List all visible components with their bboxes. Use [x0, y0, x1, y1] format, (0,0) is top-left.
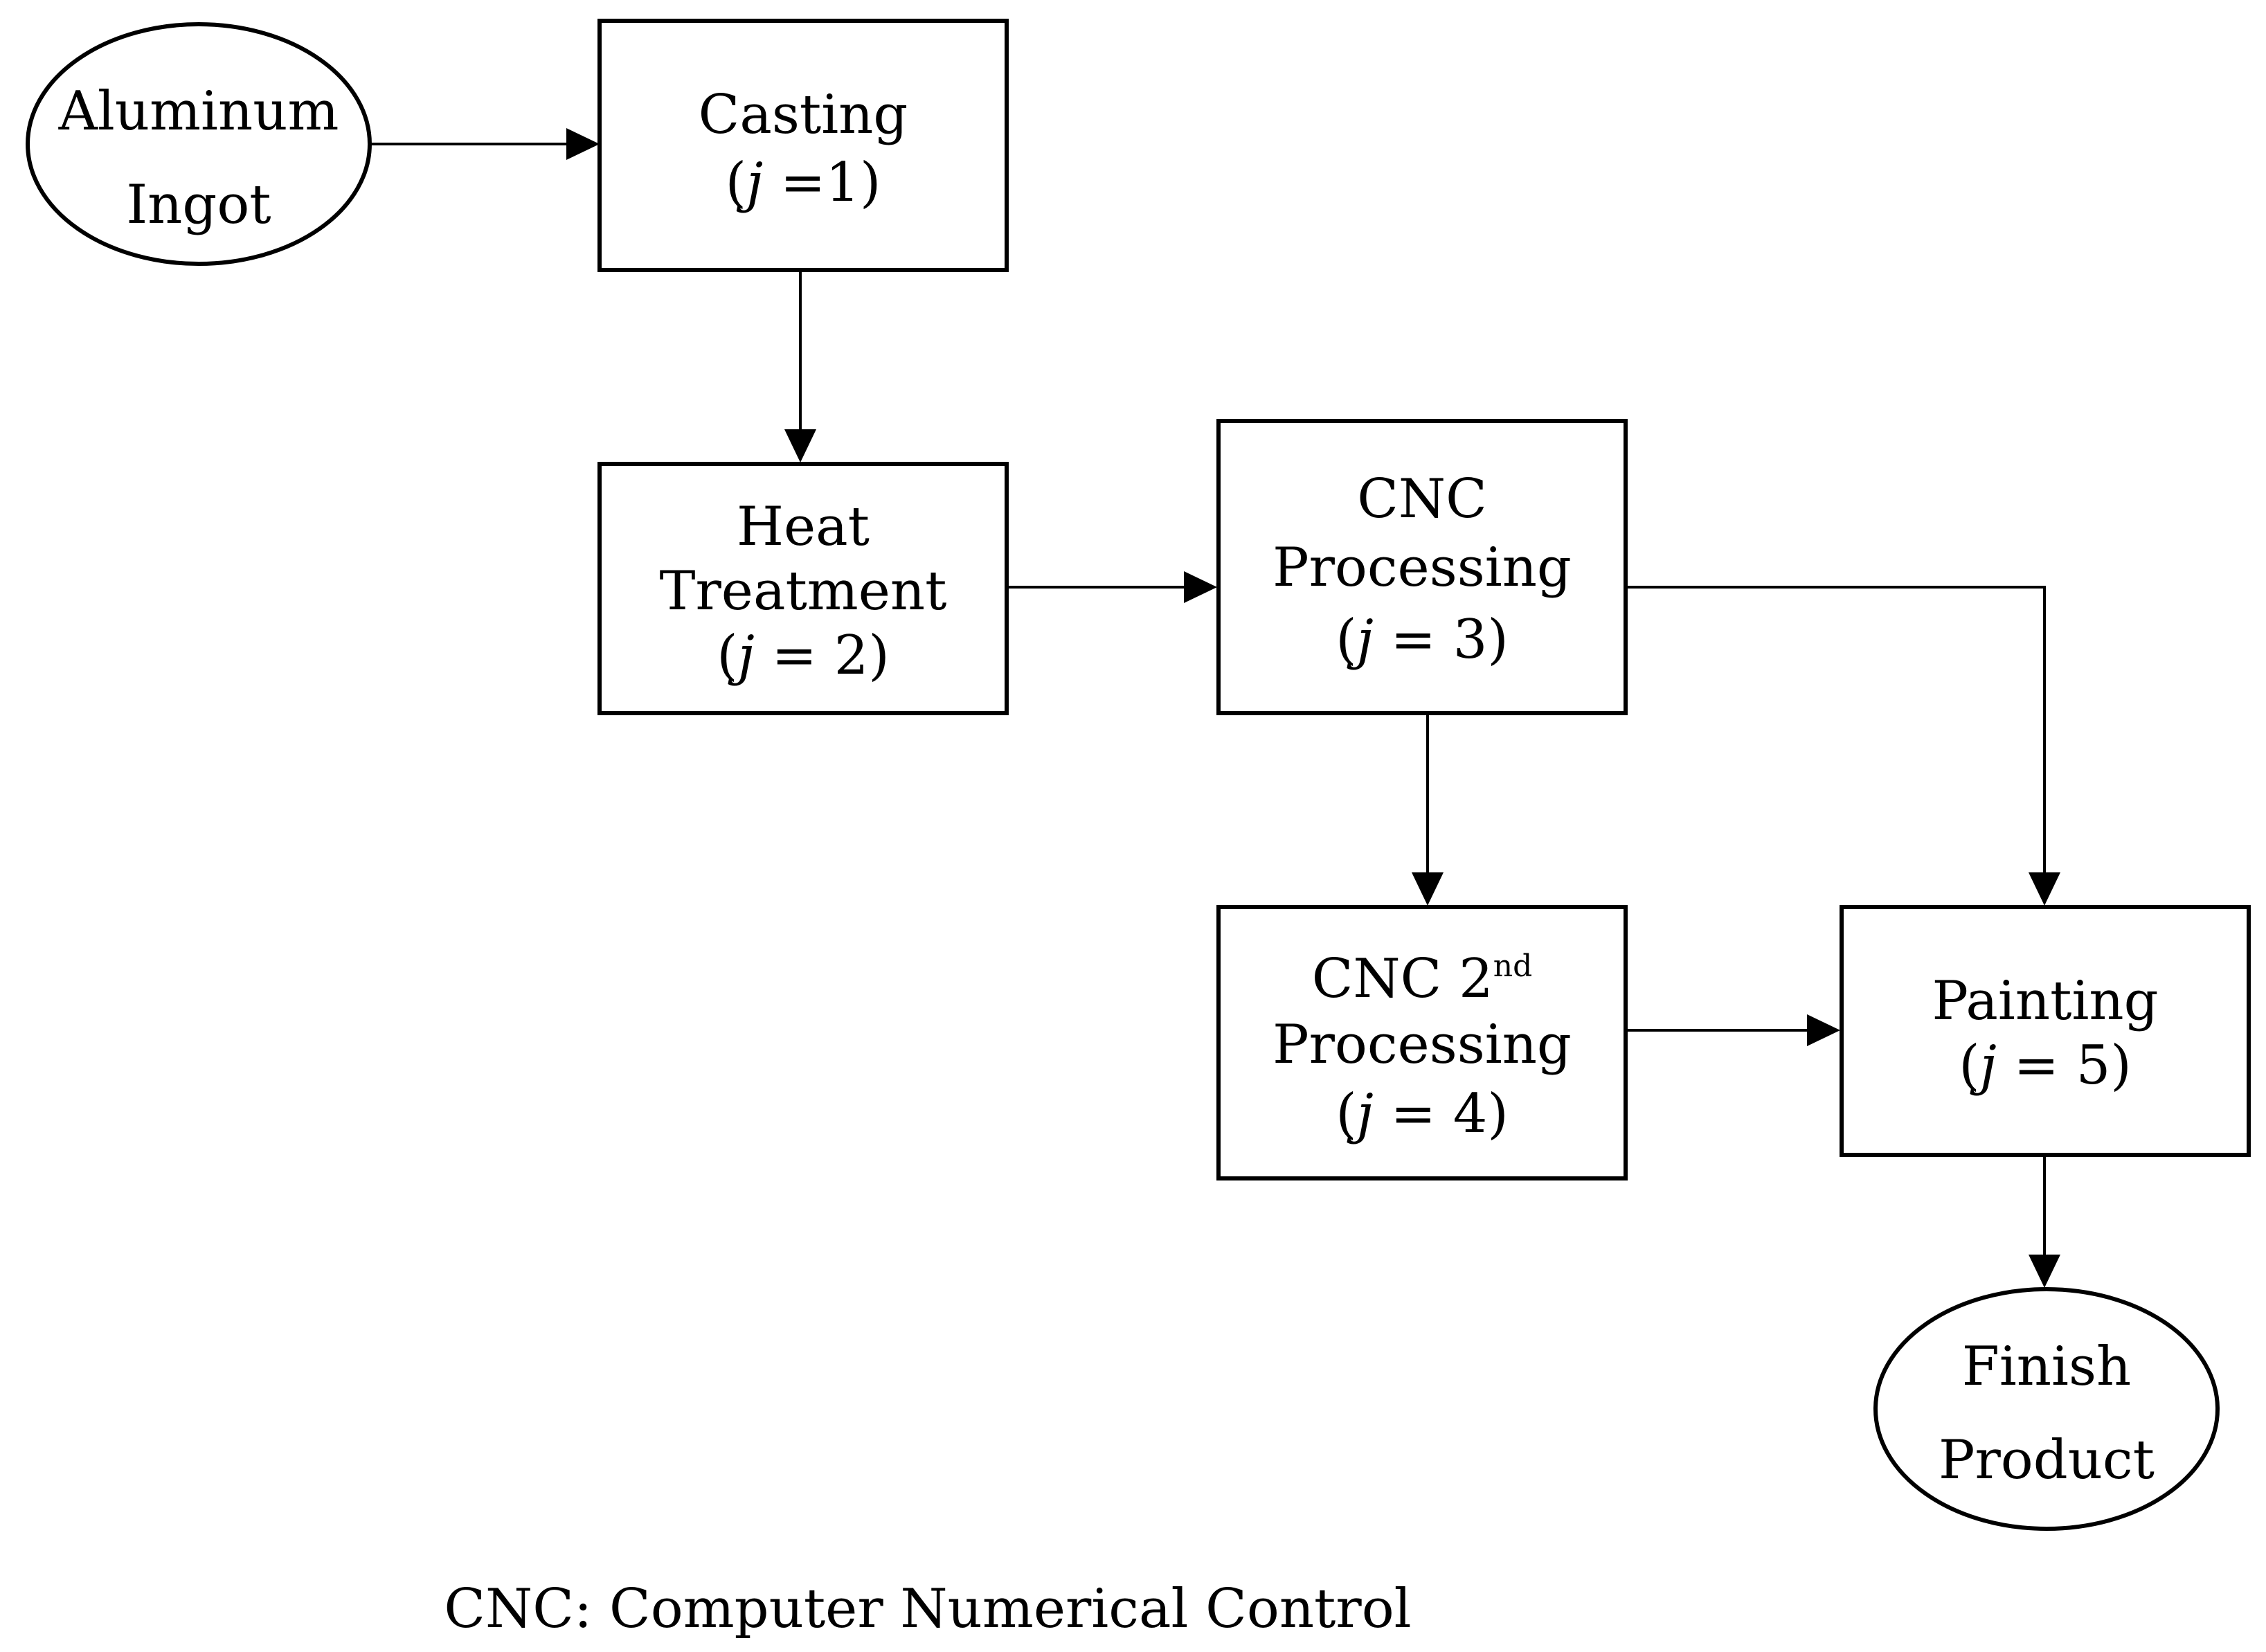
arrowhead-icon: [1807, 1014, 1840, 1046]
start-ellipse: [26, 22, 372, 266]
node-index-label: (j = 5): [1959, 1034, 2132, 1097]
process-box: [1840, 905, 2251, 1157]
connectors: [370, 128, 2060, 1288]
node-label-line1: CNC: [1357, 468, 1487, 530]
node-casting: Casting (j =1): [597, 19, 1009, 272]
node-label-line1: Painting: [1932, 970, 2158, 1032]
node-index-label: (j =1): [726, 152, 881, 214]
process-box: [597, 19, 1009, 272]
process-box: [597, 462, 1009, 715]
node-index-label: (j = 2): [717, 625, 890, 687]
arrowhead-icon: [784, 429, 816, 463]
node-label-line2: Treatment: [659, 560, 946, 622]
node-index-label: (j = 4): [1336, 1083, 1509, 1145]
node-aluminum-ingot: Aluminum Ingot: [26, 22, 372, 266]
arrowhead-icon: [2029, 872, 2060, 906]
node-label-line2: Ingot: [126, 174, 271, 236]
node-label-line1: Casting: [699, 84, 908, 146]
end-ellipse: [1873, 1287, 2220, 1531]
node-heat-treatment: Heat Treatment (j = 2): [597, 462, 1009, 715]
arrowhead-icon: [1412, 872, 1444, 906]
process-box: [1216, 419, 1628, 715]
node-index-label: (j = 3): [1336, 609, 1509, 671]
node-finish-product: Finish Product: [1873, 1287, 2220, 1531]
node-label-line1: Aluminum: [58, 80, 339, 143]
node-label-line1: CNC 2nd: [1312, 948, 1533, 1010]
node-label-line2: Product: [1939, 1429, 2155, 1491]
node-cnc-2nd-processing: CNC 2nd Processing (j = 4): [1216, 905, 1628, 1180]
edge-cnc-to-painting: [1626, 586, 2046, 872]
node-label-line1: Heat: [737, 496, 870, 558]
arrowhead-icon: [566, 128, 600, 160]
arrowhead-icon: [1184, 571, 1217, 603]
node-painting: Painting (j = 5): [1840, 905, 2251, 1157]
node-label-line2: Processing: [1273, 1014, 1572, 1076]
arrowhead-icon: [2029, 1255, 2060, 1288]
node-cnc-processing: CNC Processing (j = 3): [1216, 419, 1628, 715]
diagram-caption: CNC: Computer Numerical Control: [444, 1578, 1411, 1640]
node-label-line2: Processing: [1273, 537, 1572, 599]
node-label-line1: Finish: [1962, 1336, 2132, 1398]
process-box: [1216, 905, 1628, 1180]
